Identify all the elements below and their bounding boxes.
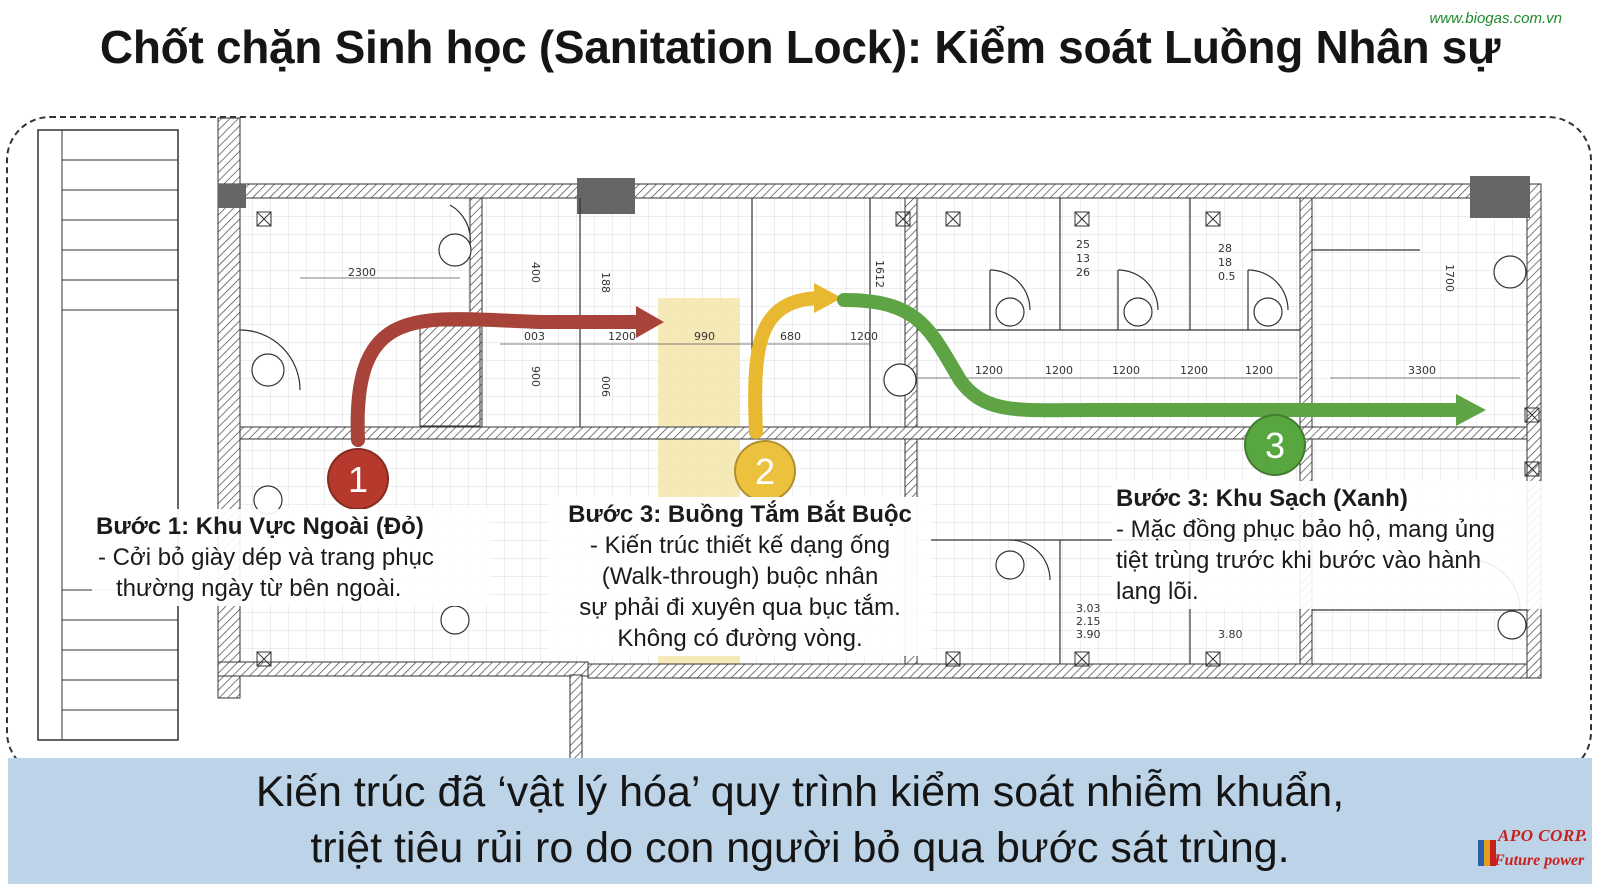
step-2-line: Không có đường vòng.	[617, 625, 863, 652]
step-3-line: tiệt trùng trước khi bước vào hành	[1116, 547, 1482, 574]
logo-tagline: Future power	[1494, 852, 1585, 869]
dim-label: 1200	[1245, 364, 1273, 377]
step-3-line: lang lõi.	[1116, 578, 1199, 605]
dim-label: 3300	[1408, 364, 1436, 377]
apo-corp-logo: APO CORP. Future power	[1478, 824, 1594, 880]
step-2-marker: 2	[734, 440, 796, 502]
dim-label: 2.15	[1076, 615, 1101, 628]
step-1-heading: Bước 1: Khu Vực Ngoài (Đỏ)	[96, 513, 424, 540]
dimension-labels: 2300 400 188 1612 003 1200 990 680 1200 …	[348, 238, 1456, 641]
dim-label: 1200	[608, 330, 636, 343]
website-label: www.biogas.com.vn	[1429, 10, 1562, 27]
step-1-description: Bước 1: Khu Vực Ngoài (Đỏ) - Cởi bỏ giày…	[92, 509, 490, 606]
step-2-line: - Kiến trúc thiết kế dạng ống	[589, 532, 891, 559]
column	[1470, 176, 1530, 218]
column	[218, 184, 246, 208]
dim-label: 003	[524, 330, 545, 343]
dim-label: 13	[1076, 252, 1090, 265]
logo-name: APO CORP.	[1498, 826, 1589, 845]
dim-label: 1200	[975, 364, 1003, 377]
dim-label: 0.5	[1218, 270, 1236, 283]
step-2-line: (Walk-through) buộc nhân	[601, 563, 879, 590]
step-2-line: sự phải đi xuyên qua bục tắm.	[579, 594, 901, 621]
banner-line-2: triệt tiêu rủi ro do con người bỏ qua bư…	[310, 824, 1290, 872]
step-2-heading: Bước 3: Buồng Tắm Bắt Buộc	[568, 501, 912, 528]
yellow-flow-arrow	[748, 291, 827, 439]
logo-mark-icon	[1478, 840, 1496, 866]
dim-label: 3.90	[1076, 628, 1101, 641]
dim-label: 3.80	[1218, 628, 1243, 641]
dim-label: 1200	[1112, 364, 1140, 377]
step-2-description: Bước 3: Buồng Tắm Bắt Buộc - Kiến trúc t…	[549, 497, 931, 656]
dim-label: 1200	[1045, 364, 1073, 377]
yellow-arrowhead	[814, 283, 842, 313]
dim-label: 188	[599, 272, 612, 293]
red-flow-arrow	[350, 312, 647, 447]
step-3-heading: Bước 3: Khu Sạch (Xanh)	[1116, 485, 1408, 512]
toilet-fixtures	[251, 233, 1527, 640]
step-1-line: thường ngày từ bên ngoài.	[116, 575, 402, 602]
dimension-lines	[300, 277, 1520, 379]
dim-label: 2300	[348, 266, 376, 279]
step-1-marker: 1	[327, 448, 389, 510]
page-title: Chốt chặn Sinh học (Sanitation Lock): Ki…	[99, 21, 1501, 73]
dim-label: 1200	[1180, 364, 1208, 377]
dim-label: 28	[1218, 242, 1232, 255]
step-3-line: - Mặc đồng phục bảo hộ, mang ủng	[1116, 516, 1495, 543]
dim-label: 3.03	[1076, 602, 1101, 615]
dim-label: 400	[529, 262, 542, 283]
step-1-line: - Cởi bỏ giày dép và trang phục	[98, 544, 434, 571]
dim-label: 680	[780, 330, 801, 343]
floor-drains	[256, 211, 1540, 667]
dim-label: 1200	[850, 330, 878, 343]
step-3-description: Bước 3: Khu Sạch (Xanh) - Mặc đồng phục …	[1112, 481, 1550, 609]
green-arrowhead	[1456, 394, 1486, 426]
banner-line-1: Kiến trúc đã ‘vật lý hóa’ quy trình kiểm…	[255, 768, 1345, 816]
dim-label: 006	[599, 376, 612, 397]
dim-label: 25	[1076, 238, 1090, 251]
green-flow-arrow	[837, 293, 1467, 418]
summary-banner: Kiến trúc đã ‘vật lý hóa’ quy trình kiểm…	[8, 758, 1592, 884]
red-arrowhead	[636, 306, 664, 338]
dim-label: 1612	[873, 260, 886, 288]
dim-label: 26	[1076, 266, 1090, 279]
dim-label: 18	[1218, 256, 1232, 269]
dim-label: 990	[694, 330, 715, 343]
staircase	[37, 129, 179, 741]
dim-label: 1700	[1443, 264, 1456, 292]
step-3-marker: 3	[1244, 414, 1306, 476]
column	[577, 178, 635, 214]
dim-label: 900	[529, 366, 542, 387]
